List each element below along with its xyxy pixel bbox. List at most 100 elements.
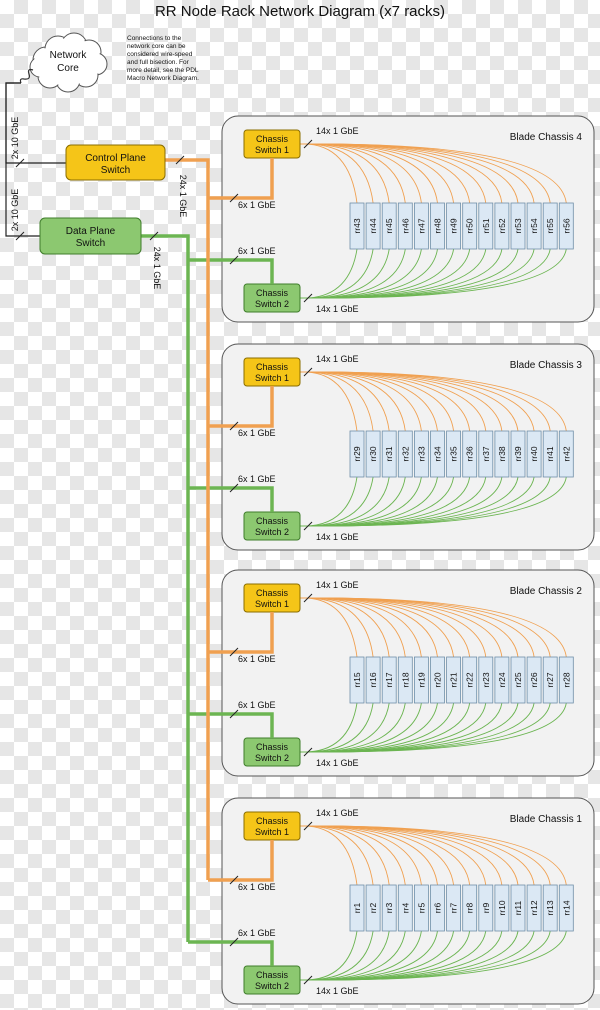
node-label: rr10 — [497, 900, 507, 915]
node-label: rr3 — [384, 903, 394, 914]
cloud-fill — [31, 58, 49, 76]
node-link-label: 14x 1 GbE — [316, 304, 359, 314]
node-link-label: 14x 1 GbE — [316, 986, 359, 996]
node-label: rr43 — [352, 218, 362, 233]
network-core-note: Macro Network Diagram. — [127, 75, 199, 82]
node-label: rr30 — [368, 446, 378, 461]
chassis-switch-label: Chassis — [256, 362, 289, 372]
node-label: rr28 — [561, 672, 571, 687]
node-label: rr12 — [529, 900, 539, 915]
node-box — [462, 884, 478, 932]
node-label: rr25 — [513, 672, 523, 687]
cloud-fill — [48, 54, 92, 76]
node-label: rr6 — [433, 903, 443, 914]
node-box — [526, 430, 542, 478]
node-label: rr39 — [513, 446, 523, 461]
node-label: rr16 — [368, 672, 378, 687]
uplink-label-data: 2x 10 GbE — [10, 189, 20, 232]
node-box — [494, 430, 510, 478]
link-count-mark — [303, 975, 313, 985]
data-plane-bus — [141, 234, 190, 942]
chassis-uplink-data — [188, 486, 274, 512]
node-label: rr26 — [529, 672, 539, 687]
chassis-switch-label: Chassis — [256, 134, 289, 144]
node-link-control — [299, 143, 567, 204]
node-box — [349, 656, 365, 704]
node-box — [413, 202, 429, 250]
node-label: rr14 — [561, 900, 571, 915]
control-plane-link-label: 24x 1 GbE — [178, 175, 188, 218]
node-box — [526, 656, 542, 704]
network-core-cloud-icon — [29, 32, 108, 93]
control-plane-switch-box — [65, 144, 166, 181]
node-box — [349, 884, 365, 932]
node-box — [494, 884, 510, 932]
uplink-label: 6x 1 GbE — [238, 654, 276, 664]
chassis-switch-label: Switch 2 — [255, 753, 289, 763]
node-link-label: 14x 1 GbE — [316, 354, 359, 364]
node-box — [462, 430, 478, 478]
node-box — [542, 430, 558, 478]
node-link-label: 14x 1 GbE — [316, 532, 359, 542]
control-plane-switch-label: Switch — [101, 165, 130, 176]
link-count-mark — [149, 231, 159, 241]
chassis-uplink-control — [208, 612, 274, 654]
uplink-label: 6x 1 GbE — [238, 928, 276, 938]
node-box — [430, 884, 445, 932]
chassis-switch-label: Switch 1 — [255, 145, 289, 155]
uplink-label: 6x 1 GbE — [238, 428, 276, 438]
node-label: rr45 — [384, 218, 394, 233]
uplink-label: 6x 1 GbE — [238, 246, 276, 256]
node-label: rr7 — [449, 903, 459, 914]
network-core-note: and full bisection. For — [127, 59, 190, 66]
node-link-control — [299, 597, 567, 658]
node-box — [526, 884, 542, 932]
uplink-label: 6x 1 GbE — [238, 474, 276, 484]
node-label: rr55 — [545, 218, 555, 233]
link-count-mark — [229, 193, 239, 203]
link-count-mark — [229, 255, 239, 265]
node-box — [558, 656, 574, 704]
node-box — [430, 656, 445, 704]
node-box — [558, 430, 574, 478]
node-box — [462, 656, 478, 704]
chassis-uplink-data — [188, 712, 274, 738]
node-box — [558, 202, 574, 250]
link-count-mark — [15, 158, 25, 168]
node-box — [430, 430, 445, 478]
node-label: rr11 — [513, 900, 523, 915]
node-link-data — [299, 702, 567, 753]
chassis-uplink-data — [188, 258, 274, 284]
core-uplink-data — [5, 82, 40, 237]
link-count-mark — [303, 293, 313, 303]
node-link-control — [299, 825, 567, 886]
chassis-switch-label: Chassis — [256, 970, 289, 980]
network-core-label: Core — [57, 63, 79, 74]
node-box — [365, 430, 381, 478]
node-label: rr13 — [545, 900, 555, 915]
uplink-label-control: 2x 10 GbE — [10, 117, 20, 160]
node-box — [558, 884, 574, 932]
node-box — [510, 656, 526, 704]
link-count-mark — [175, 155, 185, 165]
data-plane-switch-label: Switch — [76, 238, 105, 249]
node-box — [446, 656, 462, 704]
node-label: rr27 — [545, 672, 555, 687]
node-label: rr33 — [416, 446, 426, 461]
node-link-control — [299, 371, 567, 432]
network-core-label: Network — [50, 50, 88, 61]
uplink-label: 6x 1 GbE — [238, 700, 276, 710]
chassis-uplink-control — [208, 386, 274, 428]
node-label: rr22 — [465, 672, 475, 687]
node-box — [397, 202, 413, 250]
node-label: rr51 — [481, 218, 491, 233]
